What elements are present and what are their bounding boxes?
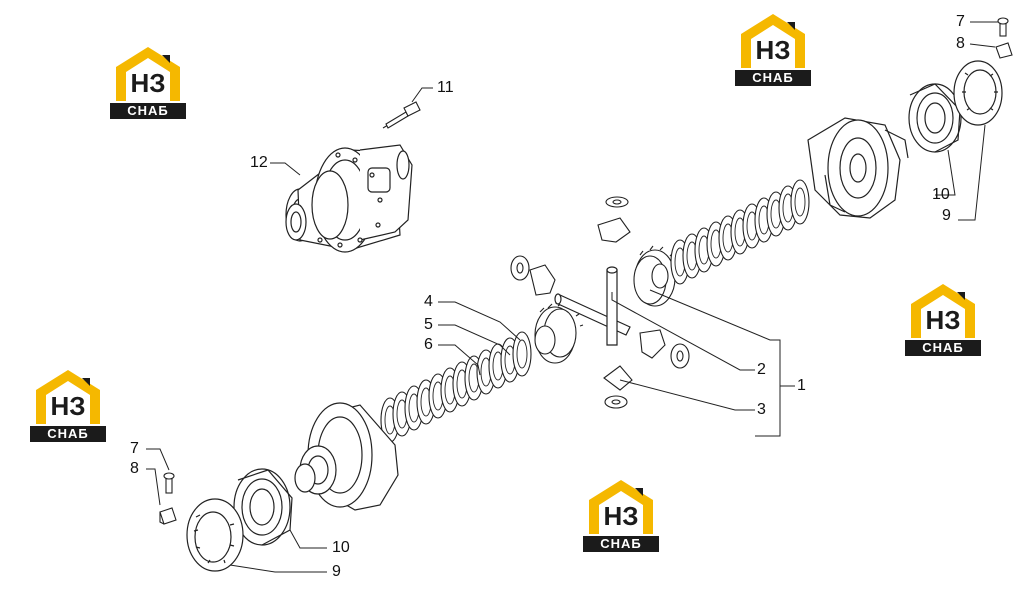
left-clutch-pack [380, 331, 532, 443]
callout-9-right: 9 [942, 207, 951, 224]
watermark-tag: СНАБ [583, 536, 659, 552]
watermark-tag: СНАБ [30, 426, 106, 442]
watermark-house-icon [911, 284, 975, 338]
cross-shaft [554, 266, 631, 346]
watermark-logo: НЗ СНАБ [905, 282, 981, 356]
watermark-logo: НЗ СНАБ [735, 12, 811, 86]
left-housing-cover [294, 402, 399, 511]
watermark-logo: НЗ СНАБ [30, 368, 106, 442]
callout-11: 11 [437, 79, 454, 96]
callout-7-right: 7 [956, 13, 965, 30]
pinion-gears [510, 196, 690, 409]
callout-8-right: 8 [956, 35, 965, 52]
callout-1: 1 [797, 377, 806, 394]
left-bolt [163, 472, 175, 494]
right-clutch-pack [670, 179, 810, 285]
watermark-tag: СНАБ [735, 70, 811, 86]
callout-10-right: 10 [932, 186, 950, 203]
watermark-house-icon [589, 480, 653, 534]
watermark-mark: НЗ [50, 391, 86, 421]
callout-10-left: 10 [332, 539, 350, 556]
left-side-gear [534, 302, 584, 364]
callout-12: 12 [250, 154, 268, 171]
left-ring-nut [186, 498, 244, 572]
right-lock-plate [995, 42, 1013, 59]
leader-lines [146, 21, 998, 573]
watermark-tag: СНАБ [110, 103, 186, 119]
callout-6: 6 [424, 336, 433, 353]
watermark-house-icon [741, 14, 805, 68]
watermark-tag: СНАБ [905, 340, 981, 356]
callout-2: 2 [757, 361, 766, 378]
watermark-mark: НЗ [755, 35, 791, 65]
watermark-mark: НЗ [603, 501, 639, 531]
watermark-house-icon [116, 47, 180, 101]
callout-7-left: 7 [130, 440, 139, 457]
watermark-mark: НЗ [925, 305, 961, 335]
watermark-house-icon [36, 370, 100, 424]
left-lock-plate [159, 507, 177, 525]
callout-9-left: 9 [332, 563, 341, 580]
callout-3: 3 [757, 401, 766, 418]
bolt-11 [382, 101, 421, 129]
watermark-logo: НЗ СНАБ [583, 478, 659, 552]
callout-5: 5 [424, 316, 433, 333]
watermark-logo: НЗ СНАБ [110, 45, 186, 119]
watermark-mark: НЗ [130, 68, 166, 98]
callout-4: 4 [424, 293, 433, 310]
right-bearing [908, 83, 962, 153]
callout-8-left: 8 [130, 460, 139, 477]
right-ring-nut [953, 60, 1003, 126]
right-housing [807, 117, 909, 219]
right-bolt [997, 17, 1009, 37]
differential-housing-top [285, 144, 413, 253]
left-bearing [233, 468, 293, 546]
